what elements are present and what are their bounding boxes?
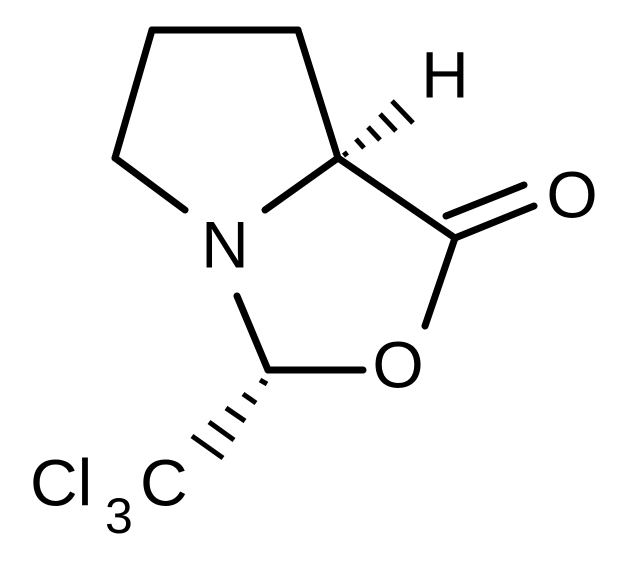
bond-n-stereocenter bbox=[261, 154, 342, 214]
bond-stereocenter-carbonyl bbox=[334, 154, 459, 242]
bond-carbonyl-ring-oxygen bbox=[421, 234, 459, 330]
atom-o-carbonyl: O bbox=[546, 157, 597, 231]
bond-ch2-n bbox=[111, 154, 189, 214]
bond-carbonyl-double-outer bbox=[451, 202, 538, 242]
hashed-wedge-h bbox=[342, 99, 415, 158]
trichloromethyl-label: Cl 3 C bbox=[30, 445, 188, 544]
bond-ring-right bbox=[294, 26, 342, 162]
hashed-wedge-ccl3 bbox=[190, 377, 269, 461]
atom-n: N bbox=[201, 207, 249, 281]
atom-c: C bbox=[140, 445, 188, 519]
bond-ch-n bbox=[233, 292, 272, 374]
atom-o-ring: O bbox=[372, 327, 423, 401]
bond-carbonyl-double-inner bbox=[442, 181, 528, 220]
atom-h: H bbox=[421, 37, 469, 111]
atom-cl: Cl bbox=[30, 445, 92, 519]
bond-ring-left bbox=[111, 26, 156, 162]
subscript-3: 3 bbox=[105, 488, 133, 544]
